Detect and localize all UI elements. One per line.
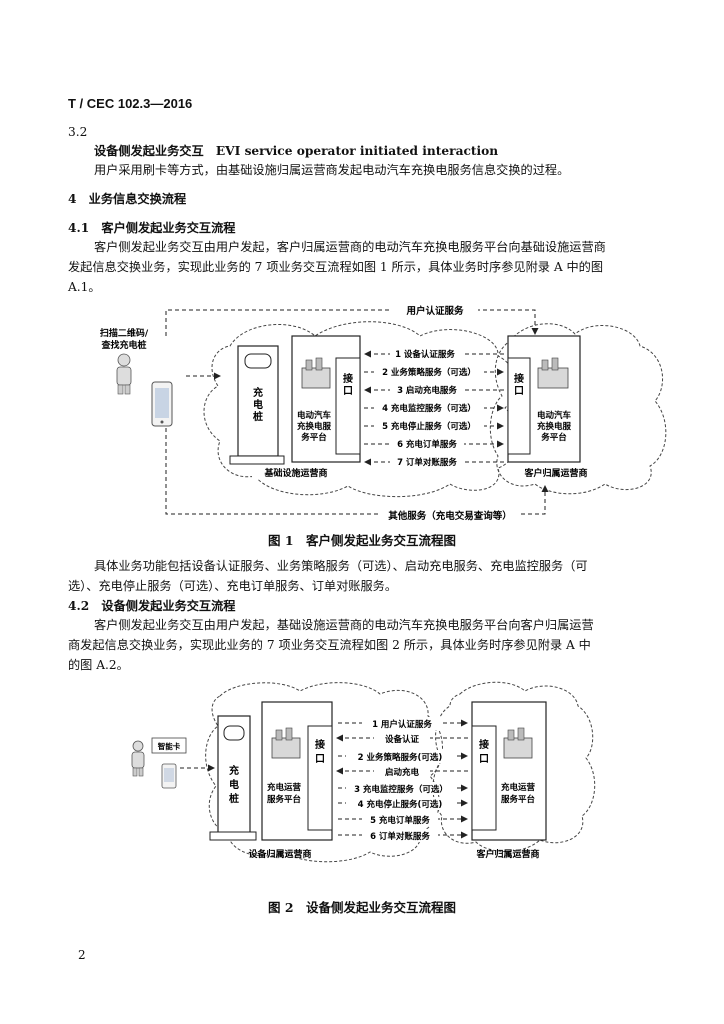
- charger-pile-icon: [209, 715, 257, 841]
- top-service-label: 用户认证服务: [405, 305, 464, 317]
- user-label-line-1: 扫描二维码/: [100, 327, 149, 339]
- paragraph-line: A.1。: [68, 280, 101, 294]
- paragraph-line: 选）、充电停止服务（可选）、充电订单服务、订单对账服务。: [68, 579, 398, 593]
- service-label-3: 3 启动充电服务: [397, 385, 457, 396]
- left-interface-label: 接: [315, 738, 325, 751]
- left-cloud-region: [203, 321, 519, 498]
- service-label-3: 3 充电监控服务（可选）: [354, 784, 448, 795]
- page-number: 2: [78, 948, 86, 962]
- top-service-arrow: [165, 309, 539, 336]
- service-label-6: 6 订单对账服务: [370, 831, 430, 842]
- left-platform-label: 服务平台: [267, 794, 302, 805]
- paragraph-line: 的图 A.2。: [68, 658, 129, 672]
- service-label-4: 4 充电停止服务(可选): [358, 799, 443, 810]
- service-label-4: 4 充电监控服务（可选）: [382, 403, 476, 414]
- right-interface-label: 口: [514, 386, 524, 397]
- service-label-6: 6 充电订单服务: [397, 439, 457, 450]
- bottom-service-label: 其他服务（充电交易查询等）: [388, 510, 512, 522]
- right-interface-box: [507, 357, 531, 455]
- right-platform-label: 充电运营: [501, 782, 536, 793]
- figure-1-caption: 图 1 客户侧发起业务交互流程图: [267, 533, 457, 548]
- left-platform-label: 充换电服: [297, 421, 332, 432]
- right-platform-label: 务平台: [541, 432, 567, 443]
- figure-2-diagram: 智能卡 充 电 桩 接 口 充电运营 服务平台 接 口 充电运营 服务平台 设备…: [131, 681, 596, 863]
- service-label-1: 1 设备认证服务: [395, 349, 455, 360]
- figure-2-caption: 图 2 设备侧发起业务交互流程图: [267, 900, 457, 915]
- service-label-7: 7 订单对账服务: [397, 457, 457, 468]
- left-platform-label: 电动汽车: [297, 410, 332, 421]
- right-server-icon: [537, 357, 569, 389]
- service-label-5: 5 充电订单服务: [370, 815, 430, 826]
- section-4-heading: 4 业务信息交换流程: [68, 192, 187, 206]
- smart-card-icon: [151, 737, 187, 754]
- charger-pile-icon: [229, 345, 285, 465]
- user-icon: [131, 740, 145, 777]
- left-server-icon: [301, 357, 331, 389]
- phone-icon: [151, 381, 173, 427]
- service-label-2: 2 业务策略服务（可选）: [382, 367, 476, 378]
- charger-label-char: 充: [253, 386, 263, 399]
- charger-label-char: 充: [229, 764, 239, 777]
- left-platform-label: 充电运营: [267, 782, 302, 793]
- section-4-2-paragraph: 客户侧发起业务交互由用户发起，基础设施运营商的电动汽车充换电服务平台向客户归属运…: [68, 615, 656, 675]
- paragraph-line: 商发起信息交换业务，实现此业务的 7 项业务交互流程如图 2 所示，具体业务时序…: [68, 638, 591, 652]
- right-interface-label: 口: [479, 754, 489, 765]
- left-cloud-region: [205, 682, 443, 863]
- document-id: T / CEC 102.3—2016: [68, 96, 193, 111]
- bottom-service-arrow: [165, 421, 549, 515]
- paragraph-line: 客户侧发起业务交互由用户发起，基础设施运营商的电动汽车充换电服务平台向客户归属运…: [94, 618, 594, 632]
- right-region-label: 客户归属运营商: [523, 467, 587, 479]
- left-platform-label: 务平台: [301, 432, 327, 443]
- left-server-icon: [271, 727, 301, 759]
- section-4-2-heading: 4.2 设备侧发起业务交互流程: [68, 599, 236, 613]
- right-platform-label: 充换电服: [537, 421, 572, 432]
- service-label-5: 5 充电停止服务（可选）: [382, 421, 476, 432]
- service-label-2: 2 业务策略服务(可选): [358, 752, 443, 763]
- term-chinese: 设备侧发起业务交互: [94, 144, 204, 158]
- service-label-1b: 设备认证: [385, 734, 420, 745]
- right-platform-label: 服务平台: [501, 794, 536, 805]
- charger-label-char: 桩: [253, 410, 263, 423]
- left-interface-box: [307, 725, 333, 831]
- left-interface-label: 口: [343, 386, 353, 397]
- right-interface-label: 接: [514, 372, 524, 385]
- section-3-2-term: 设备侧发起业务交互 EVI service operator initiated…: [94, 141, 694, 161]
- left-region-label: 设备归属运营商: [248, 848, 311, 860]
- section-3-2-definition: 用户采用刷卡等方式，由基础设施归属运营商发起电动汽车充换电服务信息交换的过程。: [94, 163, 570, 177]
- right-platform-label: 电动汽车: [537, 410, 572, 421]
- term-english: EVI service operator initiated interacti…: [215, 144, 499, 158]
- charger-label-char: 电: [229, 778, 239, 791]
- section-4-1-heading: 4.1 客户侧发起业务交互流程: [68, 221, 236, 235]
- user-label-line-2: 查找充电桩: [100, 339, 146, 351]
- section-4-1-paragraph: 客户侧发起业务交互由用户发起，客户归属运营商的电动汽车充换电服务平台向基础设施运…: [68, 237, 656, 297]
- figure-1-diagram: 用户认证服务 其他服务（充电交易查询等） 扫描二维码/ 查找充电桩 充 电 桩 …: [100, 302, 667, 522]
- user-icon: [116, 353, 132, 395]
- figure-1-description: 具体业务功能包括设备认证服务、业务策略服务（可选）、启动充电服务、充电监控服务（…: [68, 556, 656, 596]
- paragraph-line: 具体业务功能包括设备认证服务、业务策略服务（可选）、启动充电服务、充电监控服务（…: [94, 559, 588, 573]
- smart-card-label: 智能卡: [158, 741, 181, 751]
- right-interface-box: [471, 725, 497, 831]
- left-interface-label: 口: [315, 754, 325, 765]
- service-label-1: 1 用户认证服务: [372, 719, 432, 730]
- left-region-label: 基础设施运营商: [263, 467, 327, 479]
- right-interface-label: 接: [479, 738, 489, 751]
- paragraph-line: 发起信息交换业务，实现此业务的 7 项业务交互流程如图 1 所示，具体业务时序参…: [68, 260, 604, 274]
- right-region-label: 客户归属运营商: [475, 848, 539, 860]
- phone-icon: [161, 763, 177, 789]
- right-server-icon: [503, 727, 533, 759]
- service-label-2b: 启动充电: [385, 767, 420, 778]
- paragraph-line: 客户侧发起业务交互由用户发起，客户归属运营商的电动汽车充换电服务平台向基础设施运…: [94, 240, 606, 254]
- left-interface-label: 接: [343, 372, 353, 385]
- left-interface-box: [335, 357, 361, 455]
- charger-label-char: 桩: [229, 792, 239, 805]
- charger-label-char: 电: [253, 398, 263, 411]
- section-3-2-number: 3.2: [68, 125, 88, 139]
